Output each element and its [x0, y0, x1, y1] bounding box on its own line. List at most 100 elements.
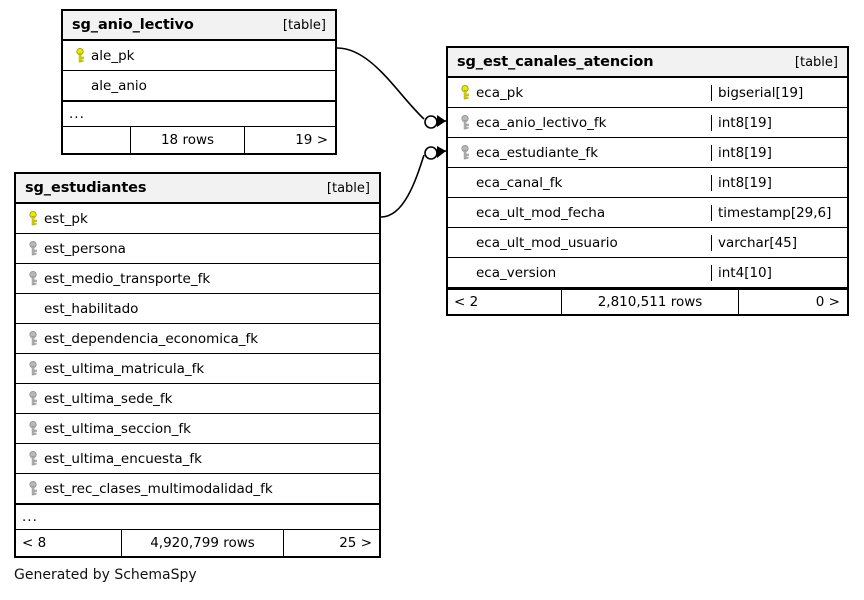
column-name: est_persona: [44, 240, 126, 257]
column-name: est_ultima_encuesta_fk: [44, 450, 202, 467]
column-type: int8[19]: [711, 144, 847, 161]
column-name: eca_ult_mod_fecha: [476, 204, 606, 221]
key-icon-foreign: [24, 480, 44, 497]
table-row[interactable]: est_medio_transporte_fk: [16, 264, 379, 294]
key-icon-foreign: [24, 390, 44, 407]
column-name: eca_estudiante_fk: [476, 144, 599, 161]
column-name: eca_canal_fk: [476, 174, 563, 191]
table-title: sg_estudiantes: [25, 180, 147, 196]
column-cell: eca_estudiante_fk: [448, 145, 711, 161]
table-row[interactable]: est_habilitado: [16, 294, 379, 324]
relationship-estudiantes: [380, 146, 446, 218]
table-header: sg_anio_lectivo [table]: [63, 11, 335, 41]
footer-row-count: 18 rows: [130, 127, 245, 153]
footer-incoming-count[interactable]: [63, 127, 130, 153]
table-row[interactable]: est_ultima_matricula_fk: [16, 354, 379, 384]
column-type: varchar[45]: [711, 234, 847, 251]
table-sg-est-canales-atencion[interactable]: sg_est_canales_atencion [table] eca_pk b…: [446, 46, 849, 316]
table-row[interactable]: est_ultima_sede_fk: [16, 384, 379, 414]
column-cell: est_medio_transporte_fk: [16, 271, 379, 287]
table-row[interactable]: ale_pk: [63, 41, 335, 71]
footer-outgoing-count[interactable]: 0 >: [815, 294, 840, 310]
table-row[interactable]: eca_pk bigserial[19]: [448, 78, 847, 108]
table-row[interactable]: eca_ult_mod_usuario varchar[45]: [448, 228, 847, 258]
table-row[interactable]: ale_anio: [63, 71, 335, 101]
column-cell: est_habilitado: [16, 301, 379, 317]
column-type: int8[19]: [711, 174, 847, 191]
key-icon-primary: [24, 210, 44, 227]
table-footer: < 8 4,920,799 rows 25 >: [16, 530, 379, 556]
more-columns-indicator[interactable]: ...: [63, 101, 335, 127]
key-icon-foreign: [456, 114, 476, 131]
table-row[interactable]: est_persona: [16, 234, 379, 264]
table-row[interactable]: eca_anio_lectivo_fk int8[19]: [448, 108, 847, 138]
column-name: est_medio_transporte_fk: [44, 270, 211, 287]
column-type: timestamp[29,6]: [711, 204, 847, 221]
column-cell: est_dependencia_economica_fk: [16, 331, 379, 347]
table-header: sg_est_canales_atencion [table]: [448, 48, 847, 78]
column-name: est_habilitado: [44, 300, 139, 317]
table-row[interactable]: est_ultima_encuesta_fk: [16, 444, 379, 474]
table-type-tag: [table]: [326, 180, 370, 196]
column-name: est_rec_clases_multimodalidad_fk: [44, 480, 273, 497]
column-cell: est_ultima_sede_fk: [16, 391, 379, 407]
column-cell: eca_ult_mod_usuario: [448, 235, 711, 251]
table-row[interactable]: eca_canal_fk int8[19]: [448, 168, 847, 198]
table-row[interactable]: est_ultima_seccion_fk: [16, 414, 379, 444]
key-icon-foreign: [24, 450, 44, 467]
column-type: bigserial[19]: [711, 84, 847, 101]
generated-by-note: Generated by SchemaSpy: [14, 567, 197, 583]
key-icon-foreign: [456, 144, 476, 161]
column-name: eca_ult_mod_usuario: [476, 234, 618, 251]
table-footer: 18 rows 19 >: [63, 127, 335, 153]
column-cell: ale_anio: [63, 78, 335, 94]
footer-incoming-count[interactable]: < 8: [22, 535, 47, 551]
column-name: est_dependencia_economica_fk: [44, 330, 259, 347]
table-sg-estudiantes[interactable]: sg_estudiantes [table] est_pk: [14, 172, 381, 558]
column-name: eca_pk: [476, 84, 524, 101]
column-name: est_ultima_matricula_fk: [44, 360, 205, 377]
table-row[interactable]: eca_version int4[10]: [448, 258, 847, 288]
footer-outgoing-count[interactable]: 25 >: [339, 535, 372, 551]
key-icon-foreign: [24, 420, 44, 437]
table-type-tag: [table]: [794, 54, 838, 70]
footer-row-count: 2,810,511 rows: [561, 290, 739, 314]
table-sg-anio-lectivo[interactable]: sg_anio_lectivo [table] ale_pk ale: [61, 9, 337, 155]
column-cell: est_persona: [16, 241, 379, 257]
relationship-anio-lectivo: [336, 47, 446, 129]
key-icon-foreign: [24, 330, 44, 347]
table-footer: < 2 2,810,511 rows 0 >: [448, 288, 847, 314]
column-name: ale_anio: [91, 77, 147, 94]
table-row[interactable]: eca_ult_mod_fecha timestamp[29,6]: [448, 198, 847, 228]
key-icon-primary: [71, 47, 91, 64]
table-row[interactable]: eca_estudiante_fk int8[19]: [448, 138, 847, 168]
column-cell: est_pk: [16, 211, 379, 227]
key-icon-foreign: [24, 240, 44, 257]
column-cell: eca_anio_lectivo_fk: [448, 115, 711, 131]
more-columns-indicator[interactable]: ...: [16, 504, 379, 530]
column-name: ale_pk: [91, 47, 135, 64]
footer-incoming-count[interactable]: < 2: [454, 294, 479, 310]
table-row[interactable]: est_pk: [16, 204, 379, 234]
footer-row-count: 4,920,799 rows: [121, 530, 284, 556]
column-cell: est_ultima_seccion_fk: [16, 421, 379, 437]
key-icon-foreign: [24, 270, 44, 287]
column-name: eca_version: [476, 264, 557, 281]
table-row[interactable]: est_rec_clases_multimodalidad_fk: [16, 474, 379, 504]
key-icon-primary: [456, 84, 476, 101]
column-cell: eca_pk: [448, 85, 711, 101]
column-cell: est_rec_clases_multimodalidad_fk: [16, 481, 379, 497]
table-row[interactable]: est_dependencia_economica_fk: [16, 324, 379, 354]
column-cell: ale_pk: [63, 48, 335, 64]
key-icon-foreign: [24, 360, 44, 377]
column-name: est_ultima_seccion_fk: [44, 420, 191, 437]
table-type-tag: [table]: [282, 17, 326, 33]
column-name: est_ultima_sede_fk: [44, 390, 173, 407]
column-type: int8[19]: [711, 114, 847, 131]
column-cell: eca_ult_mod_fecha: [448, 205, 711, 221]
footer-outgoing-count[interactable]: 19 >: [295, 132, 328, 148]
column-type: int4[10]: [711, 264, 847, 281]
column-cell: est_ultima_matricula_fk: [16, 361, 379, 377]
column-name: eca_anio_lectivo_fk: [476, 114, 607, 131]
